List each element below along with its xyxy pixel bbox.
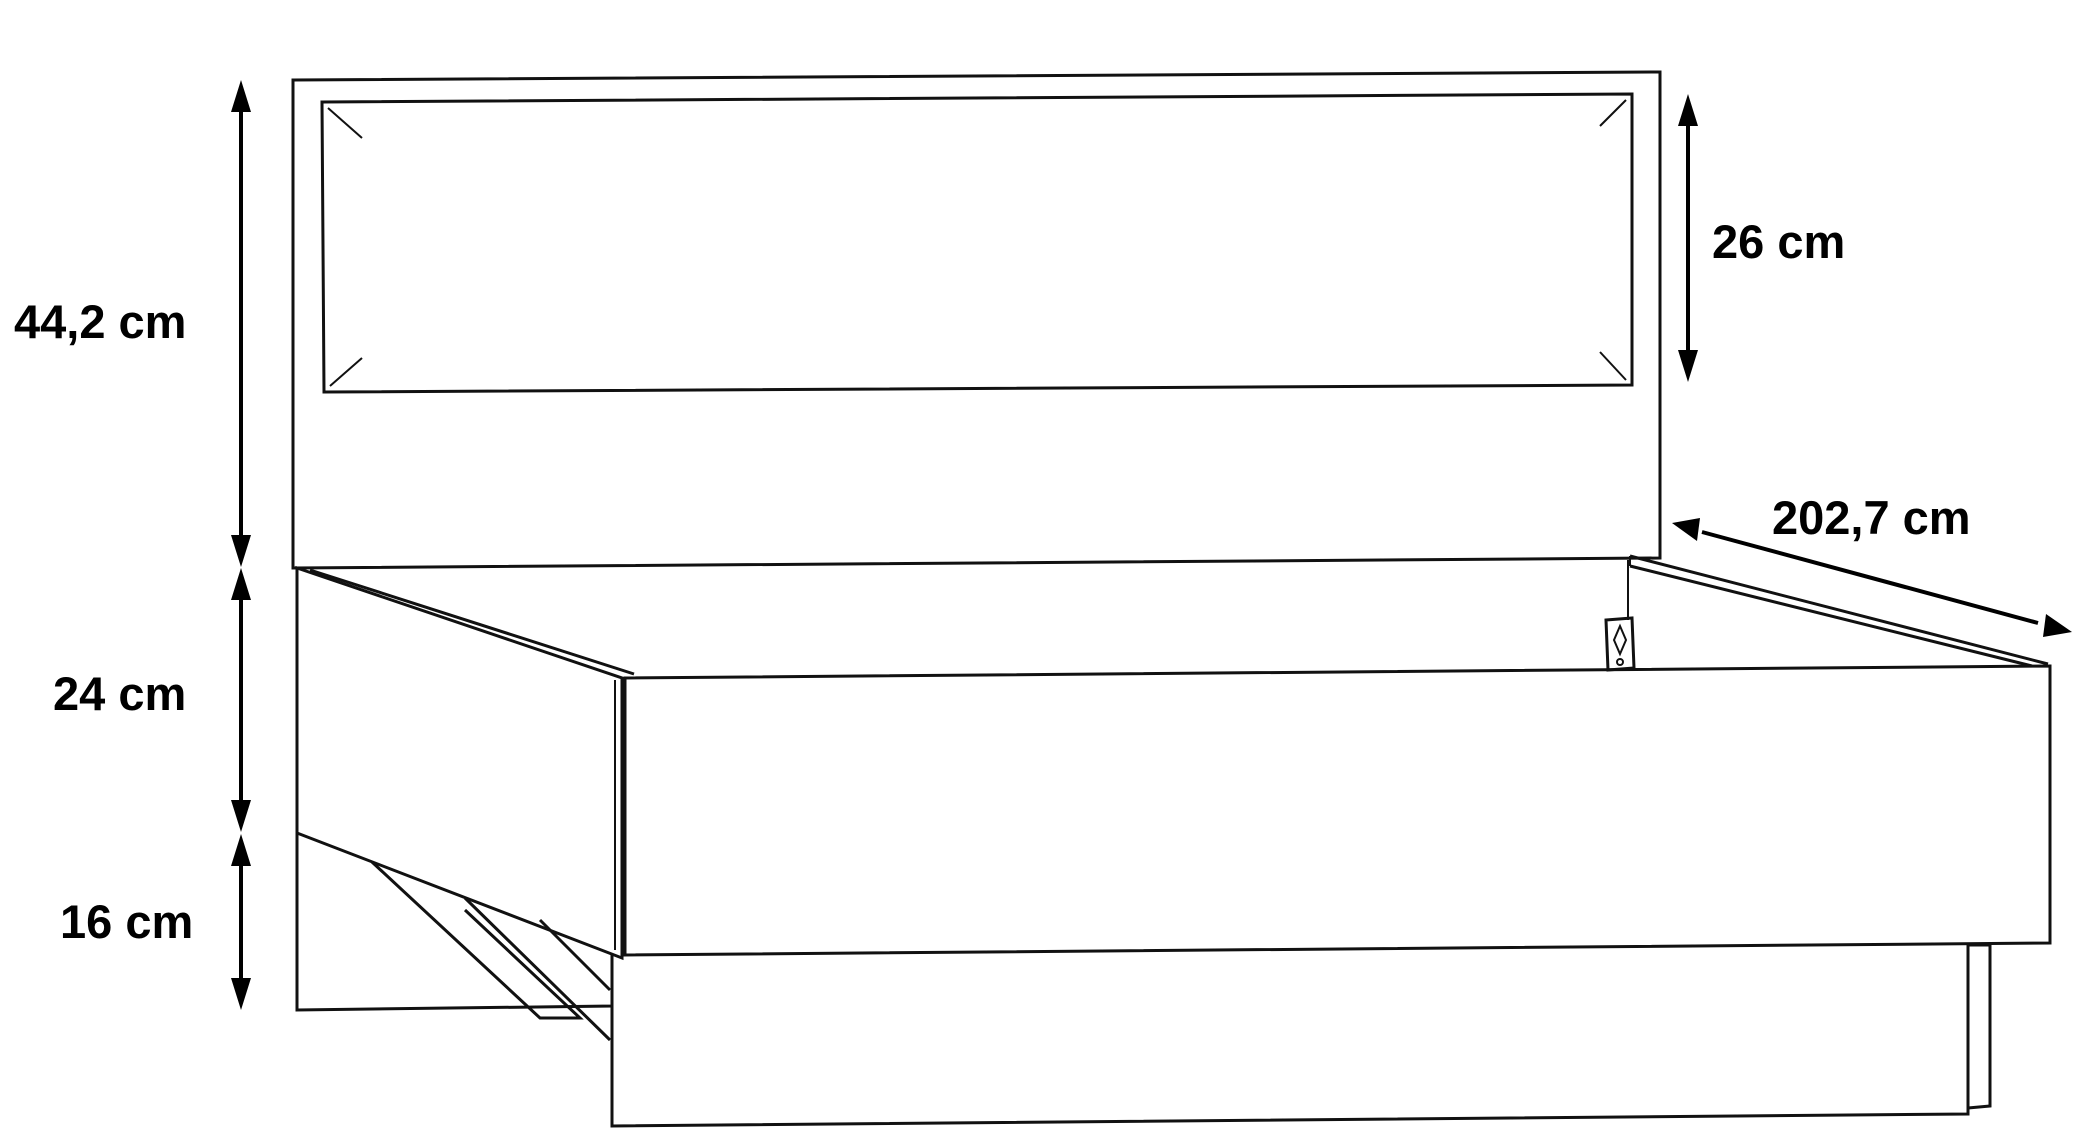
- right-side-rail: [1629, 554, 2049, 668]
- inner-bracket: [1604, 560, 1636, 672]
- slanted-support-legs: [370, 860, 612, 1042]
- panel-corner-marks: [327, 99, 1627, 387]
- label-16-cm: 16 cm: [60, 895, 193, 948]
- headboard-leg-plate: [295, 833, 614, 1012]
- foot-rail: [623, 664, 2052, 957]
- dimension-headboard-total-height: 44,2 cm: [14, 80, 251, 567]
- label-24-cm: 24 cm: [53, 667, 186, 720]
- left-side-rail: [295, 565, 635, 961]
- base-plinth: [610, 943, 1992, 1128]
- dimension-leg-height: 16 cm: [60, 834, 251, 1010]
- dimension-panel-height: 26 cm: [1678, 94, 1845, 382]
- label-202-7-cm: 202,7 cm: [1772, 491, 1971, 544]
- dimension-frame-height: 24 cm: [53, 568, 251, 832]
- headboard: [291, 70, 1662, 570]
- dimension-bed-length: 202,7 cm: [1672, 491, 2072, 637]
- label-26-cm: 26 cm: [1712, 215, 1845, 268]
- label-44-2-cm: 44,2 cm: [14, 295, 186, 348]
- headboard-panel: [320, 92, 1634, 394]
